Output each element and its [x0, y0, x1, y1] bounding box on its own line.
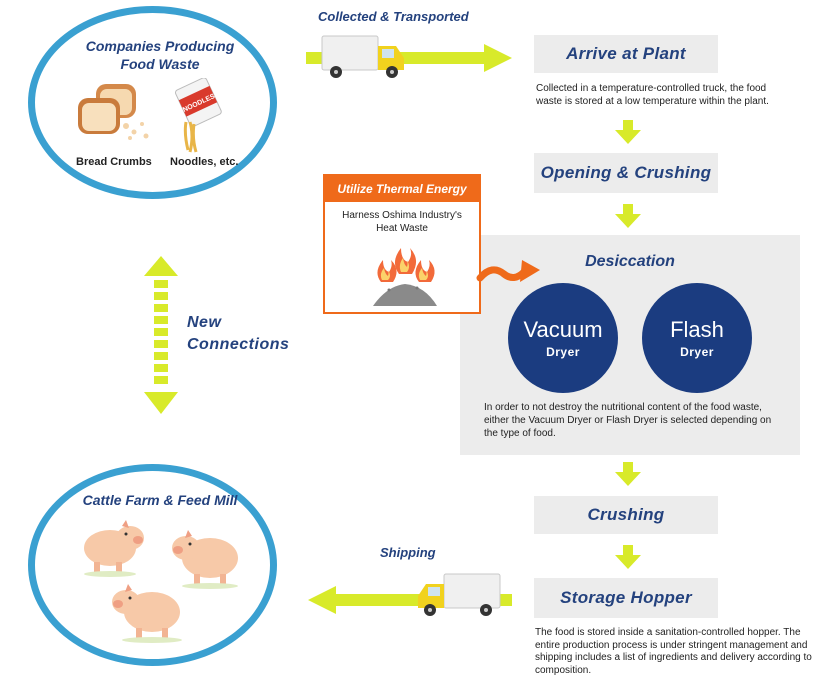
food-waste-title-line1: Companies Producing	[85, 38, 235, 54]
flash-dryer-subtitle: Dryer	[680, 345, 714, 359]
down-arrow-3	[615, 462, 641, 486]
vacuum-dryer-subtitle: Dryer	[546, 345, 580, 359]
thermal-energy-text: Harness Oshima Industry's Heat Waste	[325, 209, 479, 235]
step-arrive-at-plant: Arrive at Plant	[534, 35, 718, 73]
new-connections-line2: Connections	[187, 336, 290, 353]
vacuum-dryer-title: Vacuum	[523, 317, 603, 342]
shipping-label: Shipping	[380, 545, 436, 560]
flash-dryer-title: Flash	[670, 317, 724, 342]
pigs-illustration	[84, 520, 238, 643]
down-arrow-4	[615, 545, 641, 569]
desiccation-description: In order to not destroy the nutritional …	[484, 402, 772, 439]
new-connections-double-arrow	[144, 256, 178, 414]
desiccation-title: Desiccation	[585, 253, 675, 270]
down-arrow-2	[615, 204, 641, 228]
down-arrow-1	[615, 120, 641, 144]
bread-crumbs-label: Bread Crumbs	[76, 156, 152, 168]
step-storage-hopper: Storage Hopper	[534, 578, 718, 618]
cattle-farm-title: Cattle Farm & Feed Mill	[82, 492, 238, 508]
food-waste-title: Companies Producing Food Waste	[60, 37, 260, 73]
shipping-arrow-with-truck	[308, 573, 512, 616]
new-connections-label: New Connections	[187, 312, 289, 356]
flash-dryer-circle: Flash Dryer	[642, 283, 752, 393]
new-connections-line1: New	[187, 314, 222, 331]
noodle-cup-illustration: NOODLES	[174, 78, 222, 153]
thermal-text-line2: Heat Waste	[376, 223, 428, 234]
collect-arrow-with-truck	[306, 35, 512, 78]
thermal-energy-box: Utilize Thermal Energy Harness Oshima In…	[323, 174, 481, 314]
storage-description: The food is stored inside a sanitation-c…	[535, 627, 812, 676]
arrive-description: Collected in a temperature-controlled tr…	[536, 83, 769, 107]
vacuum-dryer-circle: Vacuum Dryer	[508, 283, 618, 393]
collected-transported-label: Collected & Transported	[318, 9, 469, 24]
step-crushing: Crushing	[534, 496, 718, 534]
noodles-label: Noodles, etc.	[170, 156, 239, 168]
step-crushing-label: Crushing	[587, 505, 665, 524]
step-opening-label: Opening & Crushing	[540, 163, 712, 182]
step-arrive-label: Arrive at Plant	[566, 44, 686, 63]
thermal-energy-header: Utilize Thermal Energy	[325, 176, 479, 202]
food-waste-companies-circle	[28, 6, 277, 199]
step-opening-crushing: Opening & Crushing	[534, 153, 718, 193]
flames-coal-illustration	[373, 248, 437, 306]
thermal-to-desiccation-arrow	[476, 260, 540, 282]
bread-crumbs-illustration	[78, 84, 149, 140]
thermal-text-line1: Harness Oshima Industry's	[342, 210, 462, 221]
step-storage-label: Storage Hopper	[560, 588, 692, 607]
food-waste-title-line2: Food Waste	[120, 56, 200, 72]
